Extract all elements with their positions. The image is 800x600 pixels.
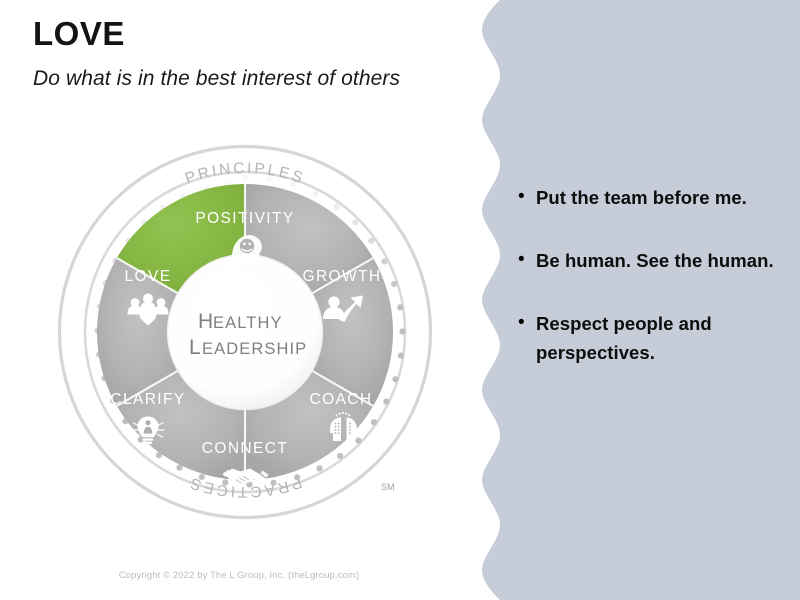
people-heart-icon bbox=[127, 293, 169, 326]
wheel-label-growth: GROWTH bbox=[303, 268, 382, 285]
service-mark: SM bbox=[381, 482, 395, 492]
bullet-text: Respect people and perspectives. bbox=[536, 313, 712, 363]
page-subtitle: Do what is in the best interest of other… bbox=[33, 67, 401, 90]
bullet-text: Be human. See the human. bbox=[536, 250, 774, 271]
wheel-segment-dividers bbox=[116, 184, 374, 480]
head-smiley-icon bbox=[232, 235, 262, 264]
core-label-line2-cap: L bbox=[189, 336, 201, 359]
healthy-leadership-wheel: PRINCIPLES PRACTICES bbox=[50, 137, 440, 527]
wheel-label-clarify: CLARIFY bbox=[110, 391, 185, 408]
wheel-label-coach: COACH bbox=[310, 391, 373, 408]
two-heads-icon bbox=[330, 412, 357, 441]
bullet-list: • Put the team before me. • Be human. Se… bbox=[518, 183, 786, 367]
person-up-arrow-icon bbox=[323, 295, 363, 322]
core-label-line1-cap: H bbox=[198, 310, 214, 333]
list-item: • Be human. See the human. bbox=[518, 246, 786, 275]
wheel-segment-clarify[interactable] bbox=[96, 258, 180, 406]
wheel-segment-love[interactable] bbox=[116, 184, 245, 294]
wheel-segment-growth[interactable] bbox=[310, 258, 394, 406]
wheel-core-label: H EALTHY L EADERSHIP bbox=[189, 310, 307, 359]
bullet-text: Put the team before me. bbox=[536, 187, 747, 208]
page-title: LOVE bbox=[33, 15, 125, 52]
wheel-label-positivity: POSITIVITY bbox=[195, 210, 294, 227]
wheel-segment-positivity[interactable] bbox=[245, 184, 374, 294]
handshake-icon bbox=[222, 468, 269, 484]
bullet-marker-icon: • bbox=[518, 186, 525, 207]
wheel-outer-ring bbox=[57, 144, 433, 520]
lightbulb-person-icon bbox=[131, 416, 165, 447]
list-item: • Put the team before me. bbox=[518, 183, 786, 212]
wheel-segments bbox=[96, 184, 394, 480]
bullet-marker-icon: • bbox=[518, 312, 525, 333]
wheel-label-love: LOVE bbox=[125, 268, 172, 285]
bullet-marker-icon: • bbox=[518, 249, 525, 270]
wheel-segment-coach[interactable] bbox=[245, 370, 374, 480]
wheel-segment-connect[interactable] bbox=[116, 370, 245, 480]
core-label-line1-rest: EALTHY bbox=[213, 314, 283, 332]
wheel-label-connect: CONNECT bbox=[202, 440, 288, 457]
wheel-dot-ring bbox=[94, 173, 406, 488]
ring-label-principles: PRINCIPLES bbox=[183, 160, 307, 188]
wheel-core-circle bbox=[166, 253, 324, 411]
core-label-line2-rest: EADERSHIP bbox=[202, 340, 307, 358]
copyright-notice: Copyright © 2022 by The L Group, Inc. (t… bbox=[118, 570, 360, 581]
list-item: • Respect people and perspectives. bbox=[518, 309, 786, 367]
